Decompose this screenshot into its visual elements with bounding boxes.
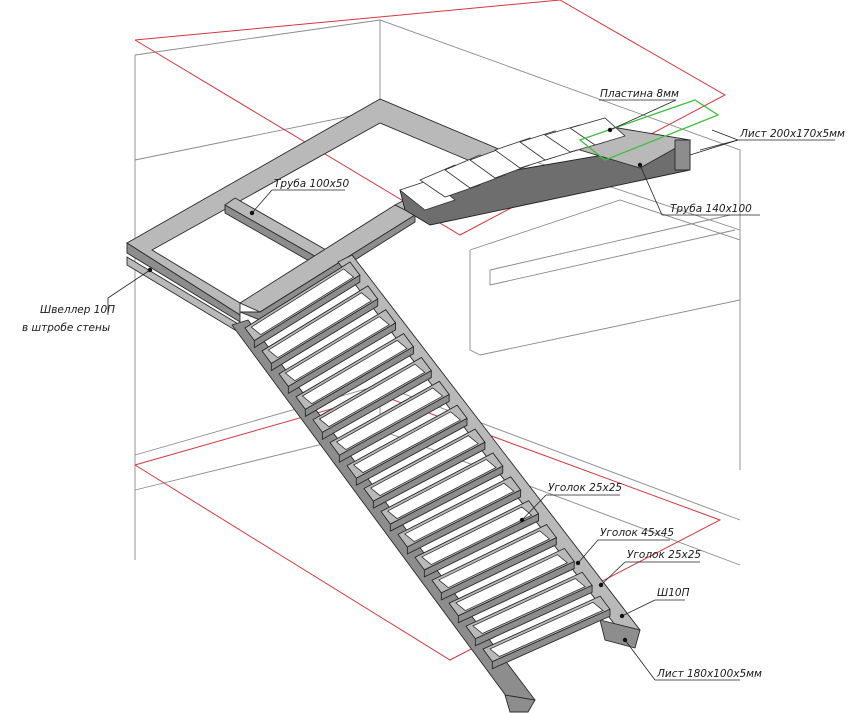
tread-riser xyxy=(389,465,504,532)
label-tube-main: Труба 100х50 xyxy=(274,178,349,190)
label-plate: Пластина 8мм xyxy=(600,88,679,100)
tread-riser xyxy=(287,322,397,395)
callout-labels: Пластина 8мм Лист 200х170х5мм Труба 140х… xyxy=(22,88,845,680)
stair-treads xyxy=(244,261,611,670)
tread-opening xyxy=(284,316,390,382)
label-angle-25-b: Уголок 25х25 xyxy=(627,549,701,561)
landing-frame xyxy=(126,98,522,334)
label-channel-sh: Ш10П xyxy=(657,587,690,599)
tread-opening xyxy=(386,458,497,520)
tread-opening xyxy=(489,601,604,658)
tread-riser xyxy=(491,608,611,670)
tread-opening xyxy=(318,363,426,428)
tread-opening xyxy=(250,268,355,336)
label-sheet-top: Лист 200х170х5мм xyxy=(739,128,845,140)
label-angle-25-a: Уголок 25х25 xyxy=(548,482,622,494)
tread-riser xyxy=(355,417,468,486)
tread-opening xyxy=(438,530,551,589)
tread-riser xyxy=(270,298,379,372)
tread-riser xyxy=(253,274,361,349)
tread-riser xyxy=(372,441,486,509)
tread-opening xyxy=(352,411,462,474)
tread-riser xyxy=(440,536,557,601)
tread-riser xyxy=(474,584,593,647)
tread-riser xyxy=(457,560,575,624)
tread-riser xyxy=(338,393,450,464)
label-angle-45: Уголок 45х45 xyxy=(600,527,674,539)
tread-opening xyxy=(455,554,569,612)
label-sheet-bottom: Лист 180х100х5мм xyxy=(656,668,762,680)
tread-opening xyxy=(404,482,515,543)
leader-lines xyxy=(107,99,835,681)
tread-riser xyxy=(304,345,414,418)
tread-riser xyxy=(423,513,539,578)
tread-opening xyxy=(335,387,444,451)
tread-opening xyxy=(301,339,408,405)
tread-opening xyxy=(369,435,479,497)
winder-steps xyxy=(399,117,692,226)
label-tube-small: Труба 140х100 xyxy=(670,203,752,215)
tread-opening xyxy=(421,506,533,566)
tread-opening xyxy=(472,578,586,635)
tread-opening xyxy=(267,292,373,359)
label-channel-line2: в штробе стены xyxy=(22,322,110,334)
tread-riser xyxy=(321,369,432,441)
label-channel-line1: Швеллер 10П xyxy=(40,304,115,316)
tread-riser xyxy=(406,489,522,555)
plate-outline xyxy=(578,99,720,161)
